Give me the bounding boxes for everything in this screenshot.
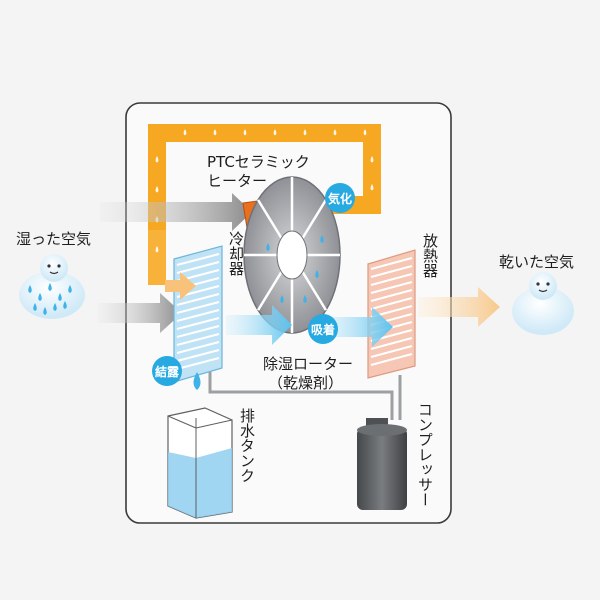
duct-droplet xyxy=(303,129,307,136)
air-arrow-to-radiator xyxy=(320,307,393,347)
cooler-fin xyxy=(176,357,220,370)
cooler-fin xyxy=(176,253,220,266)
radiator-fin xyxy=(370,337,413,350)
rotor-label-line1: 除湿ローター xyxy=(263,355,354,373)
heater-label-line1: PTCセラミック xyxy=(207,153,310,171)
outlet-arrow xyxy=(418,287,500,327)
duct-droplet xyxy=(243,129,247,136)
humid-air-character xyxy=(19,254,85,319)
warm-air-arrow xyxy=(165,272,196,300)
radiator-fin xyxy=(370,353,413,366)
humid-droplet xyxy=(33,303,37,311)
duct-droplet xyxy=(155,246,159,253)
air-arrow-to-rotor xyxy=(226,305,292,345)
radiator-fin xyxy=(370,265,413,278)
compressor-label: コンプレッサー xyxy=(416,402,434,507)
radiator-fin xyxy=(370,257,413,270)
drain-tank-label: 排水タンク xyxy=(238,408,256,483)
condense-badge: 結露 xyxy=(152,356,182,386)
humid-droplet xyxy=(48,283,52,291)
cooler-fin xyxy=(176,301,220,314)
condensation-drop xyxy=(193,372,201,390)
cooler-fin xyxy=(176,349,220,362)
rotor-droplet xyxy=(320,235,324,243)
rotor-spoke xyxy=(301,271,328,311)
humid-droplet xyxy=(53,303,57,311)
compressor xyxy=(357,418,407,510)
duct-droplet xyxy=(183,129,187,136)
cooler-fin xyxy=(176,309,220,322)
desiccant-rotor xyxy=(243,176,341,334)
rotor-droplet xyxy=(303,295,307,303)
duct-droplet xyxy=(273,129,277,136)
cooler-fin xyxy=(176,317,220,330)
duct-droplet xyxy=(370,156,374,163)
cooler-label: 冷却器 xyxy=(227,231,245,276)
adsorb-badge: 吸着 xyxy=(308,314,338,344)
rotor-label-line2: （乾燥剤） xyxy=(268,374,344,392)
rotor-droplet xyxy=(280,295,284,303)
rotor-droplet xyxy=(266,243,270,251)
dry-air-label: 乾いた空気 xyxy=(499,253,575,271)
duct-droplet xyxy=(363,129,367,136)
radiator-fin xyxy=(370,345,413,358)
radiator-label: 放熱器 xyxy=(421,233,439,278)
humid-droplet xyxy=(58,293,62,301)
radiator-fin xyxy=(370,289,413,302)
duct-droplet xyxy=(333,129,337,136)
humid-droplet xyxy=(68,285,72,293)
vaporize-badge: 気化 xyxy=(325,183,355,213)
humid-air-label: 湿った空気 xyxy=(16,230,92,248)
rotor-spoke xyxy=(256,199,283,239)
duct-droplet xyxy=(370,184,374,191)
duct-droplet xyxy=(155,156,159,163)
cooler-fin xyxy=(176,333,220,346)
cooler-fin xyxy=(176,293,220,306)
cooler-fin xyxy=(176,341,220,354)
rotor-spoke xyxy=(301,199,328,239)
cooler-coil xyxy=(173,245,223,383)
refrigerant-pipe xyxy=(208,372,394,420)
heat-duct xyxy=(148,124,381,230)
inlet-arrow-lower xyxy=(98,293,182,333)
humid-droplet xyxy=(28,285,32,293)
radiator-fin xyxy=(370,297,413,310)
humid-droplet xyxy=(38,293,42,301)
humid-droplet xyxy=(43,307,47,315)
cooler-fin xyxy=(176,325,220,338)
radiator-coil xyxy=(367,249,416,379)
drain-tank xyxy=(167,407,233,519)
duct-droplet xyxy=(213,129,217,136)
duct-droplets xyxy=(155,129,374,253)
radiator-fin xyxy=(370,281,413,294)
humid-droplet xyxy=(63,301,67,309)
heater-label-line2: ヒーター xyxy=(207,172,268,190)
radiator-fin xyxy=(370,273,413,286)
inlet-arrow-upper xyxy=(100,193,252,231)
dry-air-character xyxy=(512,272,574,335)
rotor-droplet xyxy=(315,270,319,278)
duct-droplet xyxy=(155,186,159,193)
cooler-fin xyxy=(176,261,220,274)
rotor-spoke xyxy=(256,271,283,311)
